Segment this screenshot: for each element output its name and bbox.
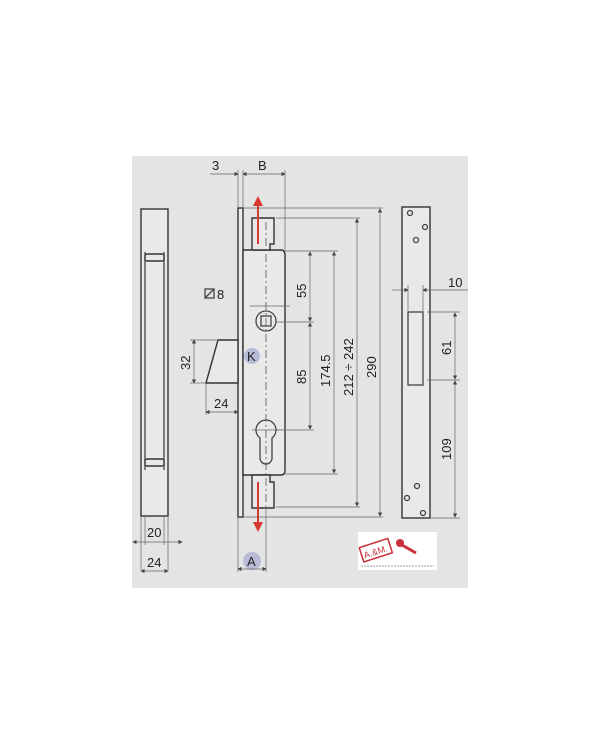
marker-k-label: K	[247, 349, 256, 364]
dim-24-profile-label: 24	[147, 555, 161, 570]
dim-85-label: 85	[294, 370, 309, 384]
dim-20-label: 20	[147, 525, 161, 540]
dim-109-label: 109	[439, 438, 454, 460]
dim-174-5-label: 174.5	[318, 354, 333, 387]
spindle-size-label: 8	[217, 287, 224, 302]
dim-24-latch-label: 24	[214, 396, 228, 411]
dim-212-242-label: 212 ÷ 242	[341, 338, 356, 396]
dim-3-label: 3	[212, 158, 219, 173]
dim-290-label: 290	[364, 356, 379, 378]
door-profile-view: 20 24	[132, 208, 183, 574]
lock-body-view: 3 B 8 32 24 K A 55 85 17	[178, 158, 383, 572]
marker-a-label: A	[247, 554, 256, 569]
dim-10-label: 10	[448, 275, 462, 290]
strike-plate-view: 10 61 109	[392, 206, 468, 519]
dim-61-label: 61	[439, 341, 454, 355]
am-logo: A.&M.	[358, 532, 437, 570]
dim-55-label: 55	[294, 284, 309, 298]
dim-b-label: B	[258, 158, 267, 173]
cylinder-hole	[255, 419, 277, 465]
dim-32-label: 32	[178, 356, 193, 370]
spindle-hole	[255, 310, 277, 332]
